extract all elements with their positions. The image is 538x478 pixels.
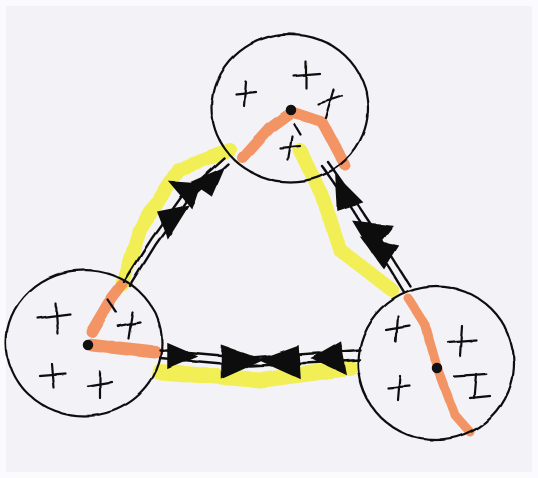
plus-mark-left-1: [36, 302, 72, 336]
top-node-center-dot: [285, 104, 297, 116]
plus-mark-top-4: [278, 134, 302, 162]
arrowhead-bottom-b: [258, 344, 301, 380]
yellow-highlighter-strokes: [115, 143, 399, 389]
plus-mark-left-4: [86, 370, 114, 400]
right-node-circle: [356, 284, 516, 442]
plus-mark-left-3: [38, 362, 68, 390]
arrowhead-top-right-a: [335, 174, 364, 212]
node-center-dots: [82, 104, 443, 374]
plus-mark-top-2: [292, 60, 322, 90]
highlight-bottom-link: [152, 360, 358, 389]
arrowhead-top-right-b: [352, 221, 394, 254]
plus-mark-top-5: [292, 122, 302, 136]
nodes-group: [4, 32, 516, 442]
orange-stroke-left-horizontal: [85, 338, 162, 359]
plus-mark-left-2: [116, 310, 142, 340]
plus-mark-left-5: [106, 298, 118, 314]
plus-mark-right-1: [384, 314, 412, 344]
arrowhead-top-left-c: [190, 166, 226, 198]
arrowheads-group: [156, 166, 400, 380]
arrowhead-bottom-a: [221, 344, 265, 380]
left-node-circle: [4, 268, 164, 418]
orange-stroke-top: [237, 105, 351, 171]
arrowhead-bottom-d: [167, 342, 198, 370]
highlight-top-left-link: [115, 143, 237, 292]
orange-stroke-left: [86, 279, 128, 338]
plus-marks: [36, 60, 492, 402]
left-node-center-dot: [82, 339, 94, 351]
plus-mark-right-2: [446, 324, 478, 358]
arrowhead-top-left-a: [168, 181, 202, 210]
highlight-top-right-link: [293, 143, 399, 297]
plus-mark-top-1: [234, 80, 258, 108]
arrowhead-bottom-c: [310, 340, 348, 376]
arrowhead-top-left-b: [156, 204, 190, 240]
top-node-circle: [210, 32, 370, 184]
plus-mark-right-4: [452, 372, 492, 400]
plus-mark-right-3: [386, 374, 412, 402]
right-node-center-dot: [431, 362, 443, 374]
plus-mark-top-3: [316, 88, 344, 120]
arrowhead-top-right-c: [360, 236, 400, 270]
